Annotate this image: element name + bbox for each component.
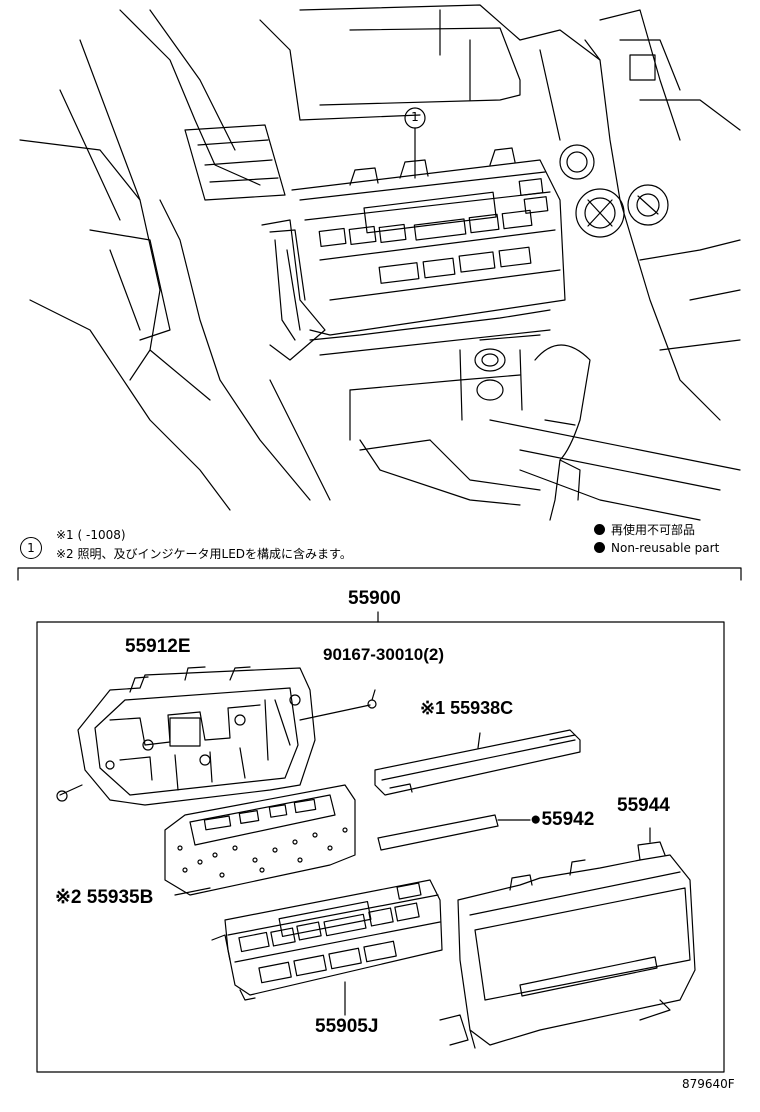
legend-ja-text: 再使用不可部品 — [611, 523, 696, 537]
part-55938c-drawing — [374, 729, 581, 796]
note-1: ※1 ( -1008) — [56, 528, 126, 542]
legend-non-reusable-en: Non-reusable part — [594, 541, 719, 555]
figure-number: 879640F — [682, 1077, 735, 1091]
part-55944-drawing — [439, 827, 696, 1049]
note-callout-circle: 1 — [20, 537, 42, 559]
dashboard-illustration — [19, 4, 741, 521]
callout-1-label: 1 — [411, 110, 419, 124]
part-label-55935b: ※2 55935B — [55, 887, 154, 908]
part-55942-drawing — [377, 814, 531, 851]
part-55912e-drawing — [56, 666, 377, 806]
legend-en-text: Non-reusable part — [611, 541, 720, 555]
note-2: ※2 照明、及びインジケータ用LEDを構成に含みます。 — [56, 547, 352, 561]
part-label-55942: ●55942 — [530, 809, 595, 830]
non-reusable-dot-icon — [594, 524, 605, 535]
legend-non-reusable-ja: 再使用不可部品 — [594, 521, 695, 538]
part-label-55900: 55900 — [348, 588, 401, 609]
non-reusable-dot-icon — [594, 542, 605, 553]
part-label-55905j: 55905J — [315, 1016, 379, 1037]
part-label-55944: 55944 — [617, 795, 670, 816]
part-label-screw: 90167-30010(2) — [323, 645, 444, 664]
part-label-55912e: 55912E — [125, 636, 191, 657]
part-55935b-drawing — [164, 784, 356, 896]
part-label-55938c: ※1 55938C — [420, 698, 514, 718]
part-55905j-drawing — [211, 879, 443, 1016]
